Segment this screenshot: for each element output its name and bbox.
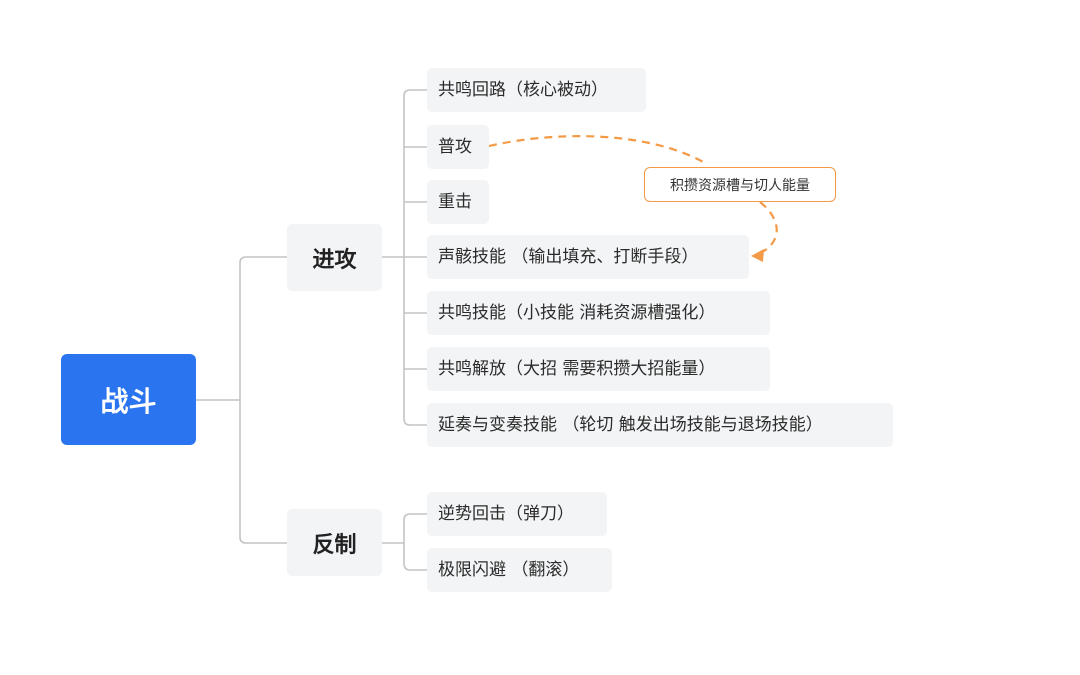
- node-perfect-dodge: 极限闪避 （翻滚）: [427, 548, 612, 592]
- branch-attack-label: 进攻: [312, 247, 357, 273]
- connector-root-to-counter: [239, 400, 287, 544]
- node-resonance-liberation: 共鸣解放（大招 需要积攒大招能量）: [427, 347, 770, 391]
- annotation-label: 积攒资源槽与切人能量: [644, 167, 836, 202]
- annotation-text: 积攒资源槽与切人能量: [670, 177, 810, 194]
- connector-attack-spine: [403, 89, 427, 426]
- branch-counter: 反制: [287, 509, 382, 576]
- connector-counter: [382, 513, 427, 571]
- node-counterattack: 逆势回击（弹刀）: [427, 492, 607, 536]
- node-heavy-attack: 重击: [427, 180, 489, 224]
- root-label: 战斗: [100, 384, 157, 418]
- connector-root-to-attack: [239, 256, 287, 400]
- node-outro-intro-skill: 延奏与变奏技能 （轮切 触发出场技能与退场技能）: [427, 403, 893, 447]
- node-label: 共鸣技能（小技能 消耗资源槽强化）: [438, 302, 716, 323]
- node-label: 声骸技能 （输出填充、打断手段）: [438, 246, 699, 267]
- annotation-arrow-head: [751, 249, 764, 262]
- node-label: 重击: [438, 191, 472, 212]
- root-node: 战斗: [61, 354, 196, 445]
- node-basic-attack: 普攻: [427, 125, 489, 169]
- branch-counter-label: 反制: [312, 532, 357, 558]
- node-label: 极限闪避 （翻滚）: [438, 559, 580, 580]
- connector-attack-ticks: [404, 146, 427, 370]
- node-resonance-circuit: 共鸣回路（核心被动）: [427, 68, 646, 112]
- node-label: 共鸣回路（核心被动）: [438, 79, 608, 100]
- node-label: 逆势回击（弹刀）: [438, 503, 574, 524]
- node-label: 共鸣解放（大招 需要积攒大招能量）: [438, 358, 716, 379]
- node-label: 普攻: [438, 136, 472, 157]
- node-echo-skill: 声骸技能 （输出填充、打断手段）: [427, 235, 749, 279]
- node-label: 延奏与变奏技能 （轮切 触发出场技能与退场技能）: [438, 414, 823, 435]
- branch-attack: 进攻: [287, 224, 382, 291]
- node-resonance-skill: 共鸣技能（小技能 消耗资源槽强化）: [427, 291, 770, 335]
